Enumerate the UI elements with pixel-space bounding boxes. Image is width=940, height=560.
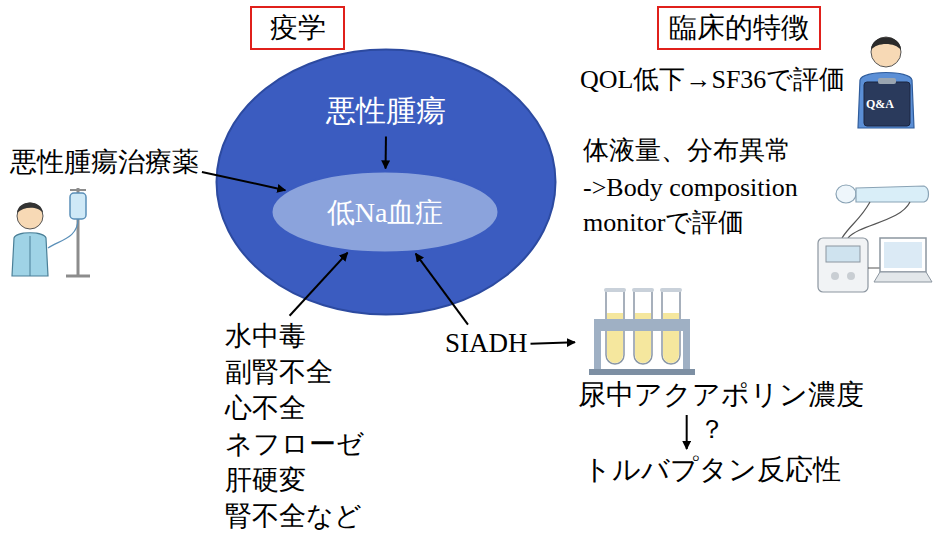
arrow-connector [686, 415, 688, 449]
test-tube-rack-icon [586, 285, 696, 377]
node-text: 臨床的特徴 [669, 8, 809, 48]
node-text: 低Na血症 [327, 195, 444, 230]
node-text: 悪性腫瘍 [326, 92, 446, 130]
cause-text: SIADH [445, 327, 528, 361]
arrow-connector [416, 254, 468, 325]
test-item: 尿中アクアポリン濃度 [578, 285, 864, 412]
feature-text: 体液量、分布異常 [583, 133, 791, 168]
node-text: 尿中アクアポリン濃度 [578, 377, 864, 412]
node-text: 副腎不全 [225, 354, 364, 390]
section-heading: 疫学 [250, 6, 345, 50]
edge-label: ？ [697, 416, 727, 445]
inner-ellipse: 低Na血症 [270, 170, 500, 254]
arrow-connector [531, 342, 575, 344]
outer-ellipse: 悪性腫瘍低Na血症 [215, 48, 557, 316]
questionnaire-person-icon [858, 37, 914, 128]
iv-patient-icon [12, 188, 90, 276]
node-text: 悪性腫瘍治療薬 [10, 146, 199, 180]
arrow-connector [202, 172, 285, 190]
body-composition-monitor-icon [818, 185, 932, 292]
node-text: ネフローゼ [225, 426, 364, 462]
arrow-connector [290, 253, 348, 316]
cause-list: 水中毒副腎不全心不全ネフローゼ肝硬変腎不全など [225, 318, 364, 534]
feature-text: QOL低下→SF36で評価 [580, 62, 845, 97]
feature-text: ->Body composition monitorで評価 [583, 170, 823, 240]
node-text: 水中毒 [225, 318, 364, 354]
node-text: トルバプタン反応性 [583, 452, 841, 487]
node-text: 疫学 [262, 8, 333, 48]
node-text: 心不全 [225, 390, 364, 426]
arrow-connector [385, 137, 387, 169]
node-text: SIADH [445, 327, 528, 361]
test-item: トルバプタン反応性 [583, 452, 841, 487]
node-text: 肝硬変 [225, 462, 364, 498]
cause-text: 悪性腫瘍治療薬 [10, 146, 199, 180]
clipboard-label: Q&A [866, 96, 894, 112]
node-text: 腎不全など [225, 498, 364, 534]
section-heading: 臨床的特徴 [657, 6, 821, 50]
